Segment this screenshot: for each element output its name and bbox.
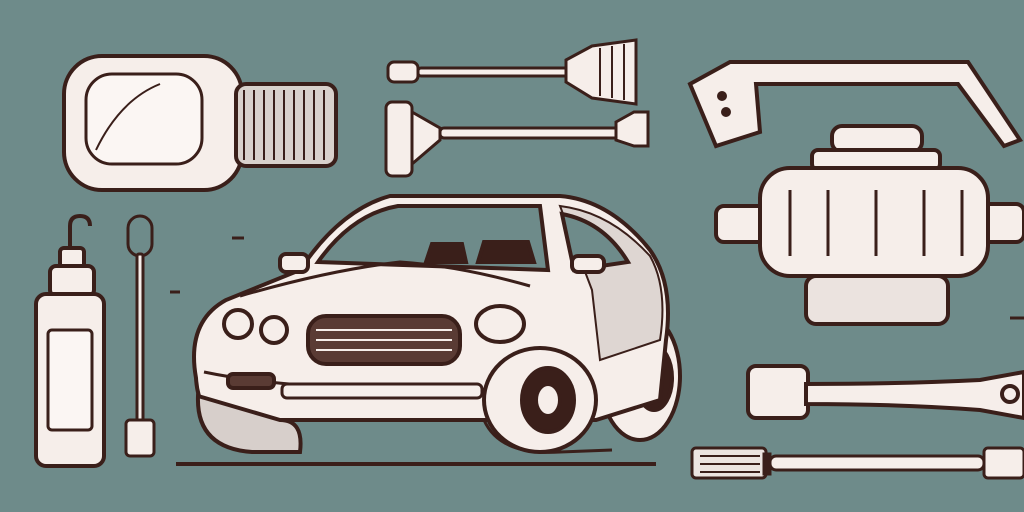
oil-bottle-icon <box>62 54 244 192</box>
car-icon <box>176 194 682 466</box>
vacuum-motor-icon <box>714 124 1024 326</box>
motion-dashes <box>170 236 1024 320</box>
scraper-brush-icon <box>384 100 650 178</box>
spray-bottle-icon <box>34 213 106 468</box>
air-filter-canister-icon <box>234 82 338 168</box>
wrench-icon <box>746 364 1024 421</box>
dipstick-icon <box>124 214 156 458</box>
pressure-washer-wand-icon <box>687 60 1024 149</box>
brush-icon <box>386 38 638 106</box>
toothbrush-icon <box>690 446 1024 480</box>
